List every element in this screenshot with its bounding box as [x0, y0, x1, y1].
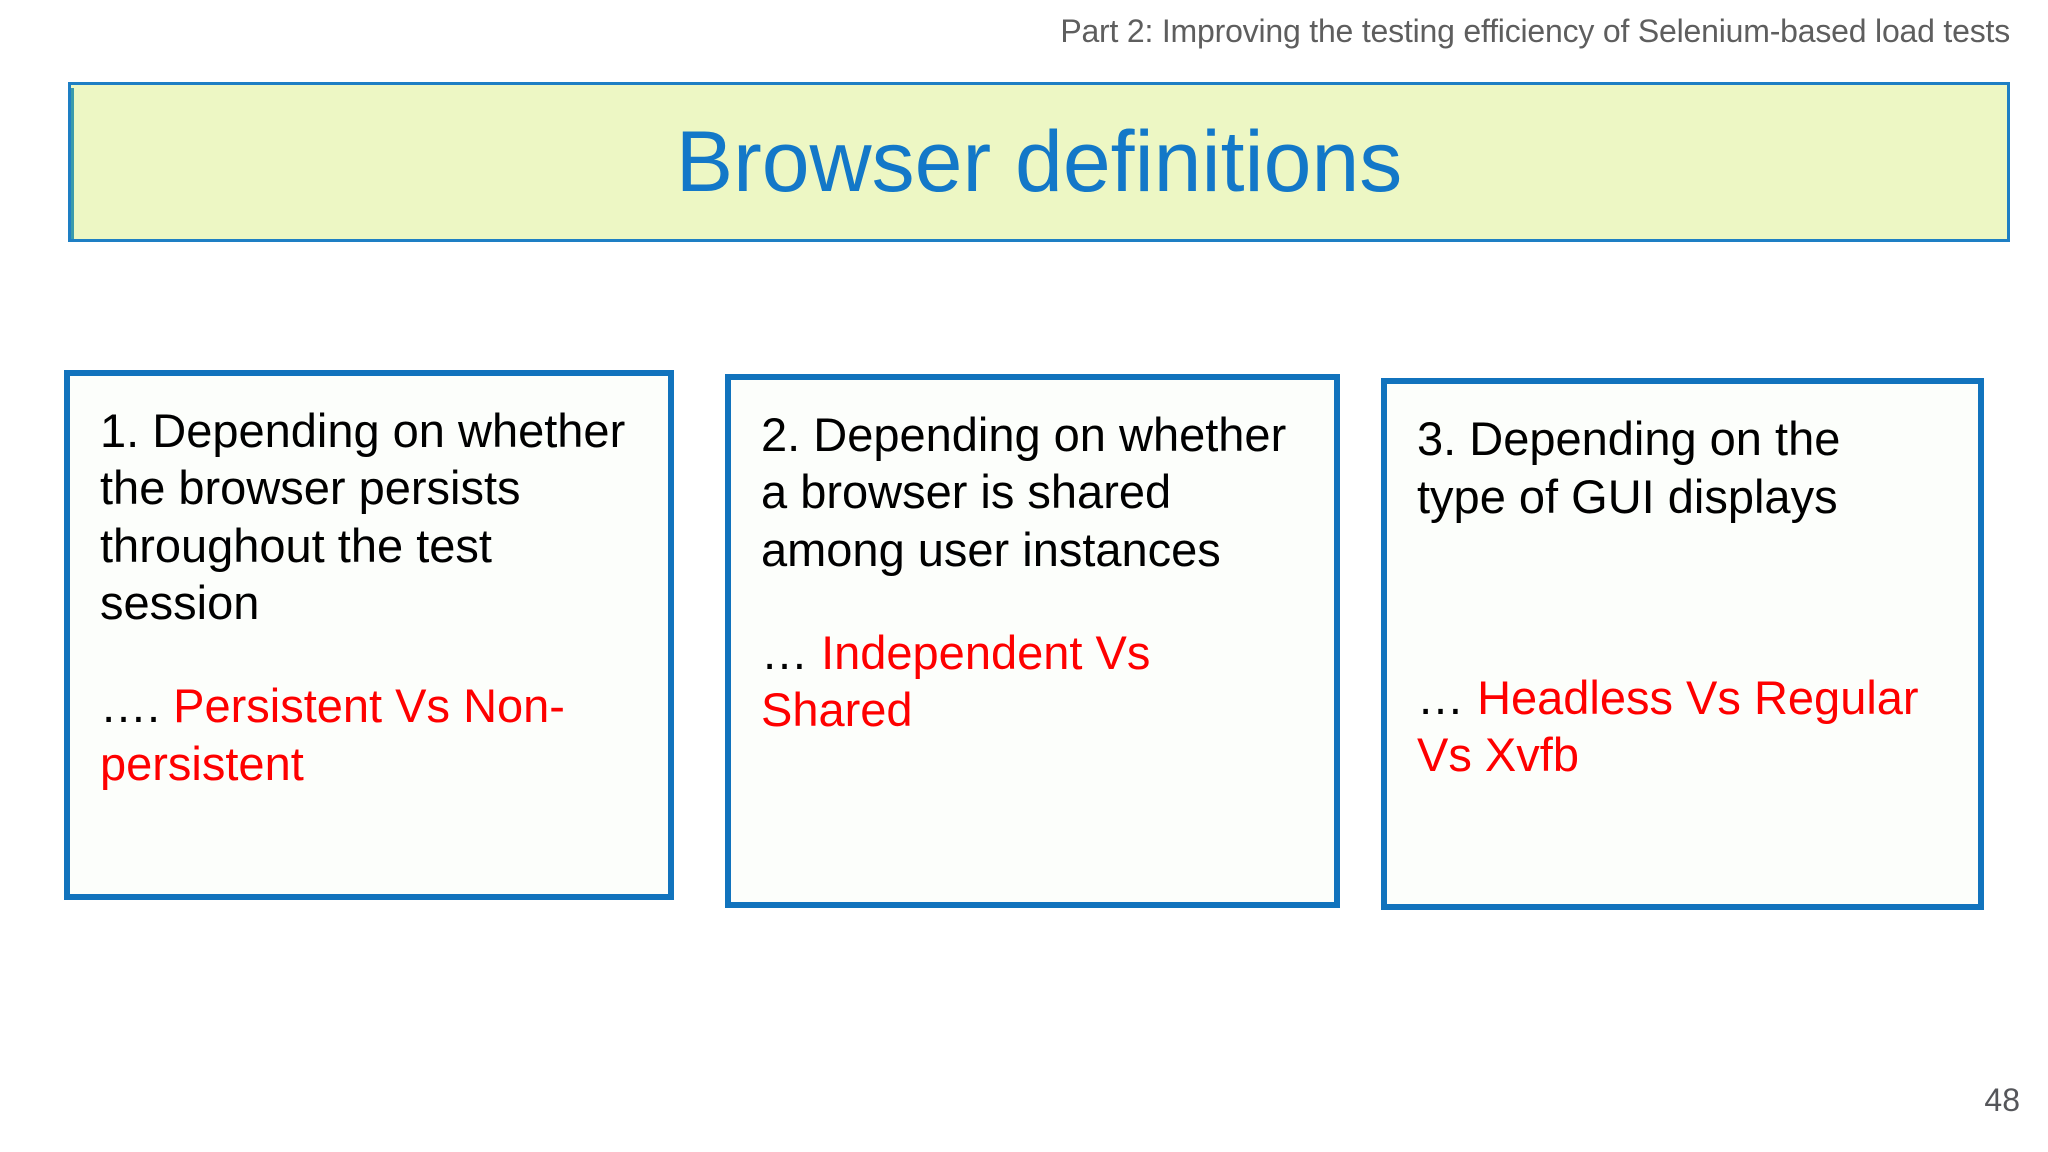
- title-banner: Browser definitions: [68, 82, 2010, 242]
- definition-box-1-heading: 1. Depending on whether the browser pers…: [100, 404, 626, 629]
- definition-box-1-spacer: [100, 631, 638, 677]
- definition-box-3[interactable]: 3. Depending on the type of GUI displays…: [1381, 378, 1984, 910]
- page-title: Browser definitions: [675, 114, 1403, 210]
- definition-box-3-spacer: [1417, 527, 1948, 669]
- running-header-text: Part 2: Improving the testing efficiency…: [1060, 13, 2010, 49]
- definition-box-2-outcome-prefix: …: [761, 625, 822, 679]
- definition-box-1-outcome: …. Persistent Vs Non-persistent: [100, 677, 638, 792]
- definition-box-1-outcome-accent: Persistent Vs Non-persistent: [100, 679, 565, 790]
- definition-box-3-outcome-accent: Headless Vs Regular Vs Xvfb: [1417, 670, 1919, 781]
- definition-box-3-outcome-prefix: …: [1417, 670, 1478, 724]
- definition-box-2-outcome-accent: Independent Vs Shared: [761, 625, 1151, 737]
- definition-box-3-outcome: … Headless Vs Regular Vs Xvfb: [1417, 669, 1948, 784]
- definition-box-3-heading: 3. Depending on the type of GUI displays: [1417, 412, 1841, 524]
- definition-box-1[interactable]: 1. Depending on whether the browser pers…: [64, 370, 674, 900]
- page-number: 48: [1984, 1082, 2020, 1118]
- definition-box-2[interactable]: 2. Depending on whether a browser is sha…: [725, 374, 1340, 908]
- definition-box-1-outcome-prefix: ….: [100, 679, 174, 733]
- definition-box-2-heading: 2. Depending on whether a browser is sha…: [761, 408, 1287, 576]
- definition-box-2-spacer: [761, 578, 1304, 624]
- definition-box-2-outcome: … Independent Vs Shared: [761, 624, 1304, 739]
